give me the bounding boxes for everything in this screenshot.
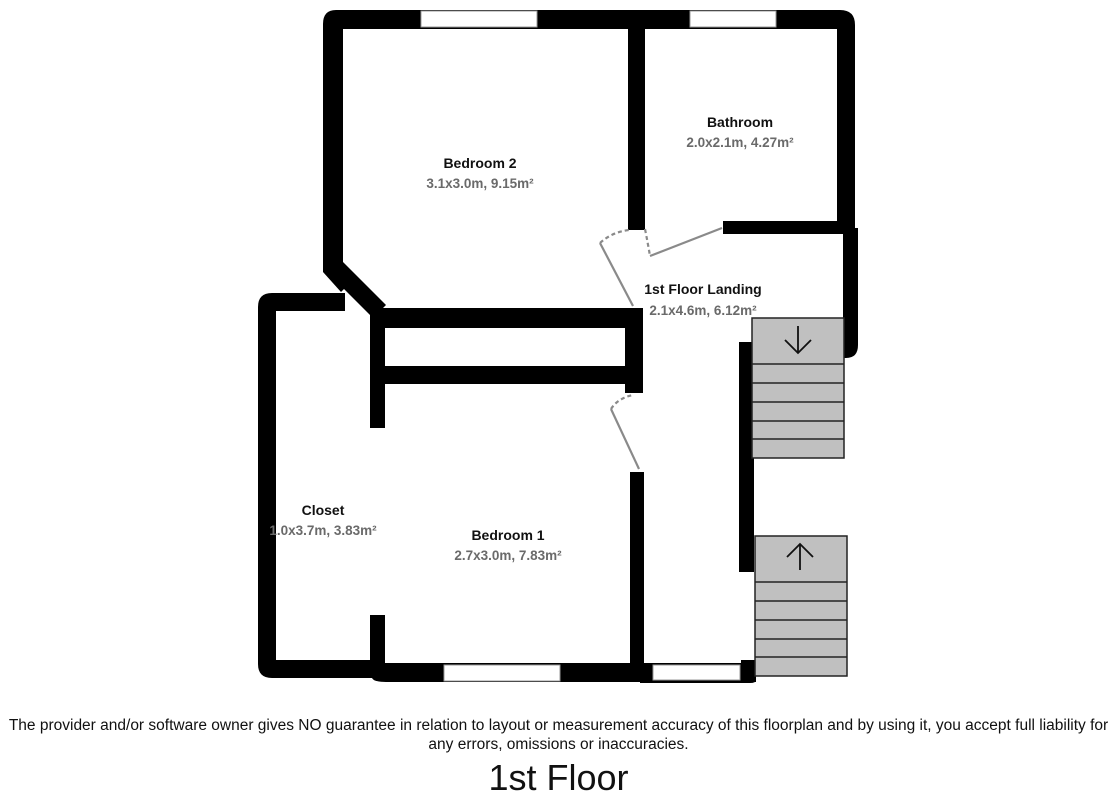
wall-stairwell — [739, 342, 754, 572]
window-bathroom — [689, 10, 777, 28]
window-bedroom1 — [443, 664, 561, 682]
door-bedroom1-swing — [610, 393, 634, 410]
wall-landing-right — [843, 228, 858, 358]
room-name: Closet — [302, 502, 345, 518]
room-dimensions: 2.0x2.1m, 4.27m² — [686, 135, 794, 150]
floorplan: Bedroom 2 3.1x3.0m, 9.15m² Bathroom 2.0x… — [258, 10, 858, 683]
room-label-bathroom: Bathroom 2.0x2.1m, 4.27m² — [686, 114, 794, 150]
disclaimer-text: The provider and/or software owner gives… — [8, 717, 1109, 753]
wall-closet-divider-lower — [370, 615, 385, 678]
stairs-up — [754, 535, 848, 677]
floor-title: 1st Floor — [488, 757, 629, 798]
room-label-landing: 1st Floor Landing 2.1x4.6m, 6.12m² — [644, 281, 761, 318]
room-dimensions: 3.1x3.0m, 9.15m² — [426, 176, 534, 191]
window-landing — [652, 664, 741, 681]
wall-stairwell-lower — [741, 660, 756, 682]
door-bathroom-swing — [643, 228, 652, 257]
room-name: Bathroom — [707, 114, 773, 130]
wall-bathroom-bottom — [723, 221, 855, 234]
room-label-closet: Closet 1.0x3.7m, 3.83m² — [269, 502, 377, 538]
room-label-bedroom-2: Bedroom 2 3.1x3.0m, 9.15m² — [426, 155, 534, 191]
wall-cupboard-top — [373, 308, 643, 328]
wall-bedroom2-diagonal — [323, 257, 386, 318]
wall-closet-divider-upper — [370, 308, 385, 428]
wall-bedroom2-bathroom — [628, 10, 645, 230]
wall-bedroom2-left — [323, 10, 355, 292]
room-name: 1st Floor Landing — [644, 281, 761, 297]
arrow-down-icon — [784, 326, 812, 355]
door-bedroom1-leaf — [610, 408, 640, 470]
room-label-bedroom-1: Bedroom 1 2.7x3.0m, 7.83m² — [454, 527, 562, 563]
room-dimensions: 1.0x3.7m, 3.83m² — [269, 523, 377, 538]
wall-closet-outer — [258, 293, 372, 678]
arrow-up-icon — [786, 542, 814, 570]
room-dimensions: 2.1x4.6m, 6.12m² — [649, 303, 757, 318]
wall-cupboard-right — [625, 308, 643, 393]
room-name: Bedroom 2 — [443, 155, 516, 171]
door-bathroom-leaf — [649, 226, 723, 258]
door-bedroom2-swing — [599, 228, 630, 244]
room-dimensions: 2.7x3.0m, 7.83m² — [454, 548, 562, 563]
door-bedroom2-leaf — [599, 242, 634, 307]
room-name: Bedroom 1 — [471, 527, 544, 543]
doors — [599, 226, 723, 470]
wall-bedroom1-landing — [630, 472, 644, 682]
windows — [420, 10, 777, 682]
wall-cupboard-bottom — [373, 366, 643, 384]
stairs-down — [751, 317, 845, 459]
window-bedroom2 — [420, 10, 538, 28]
